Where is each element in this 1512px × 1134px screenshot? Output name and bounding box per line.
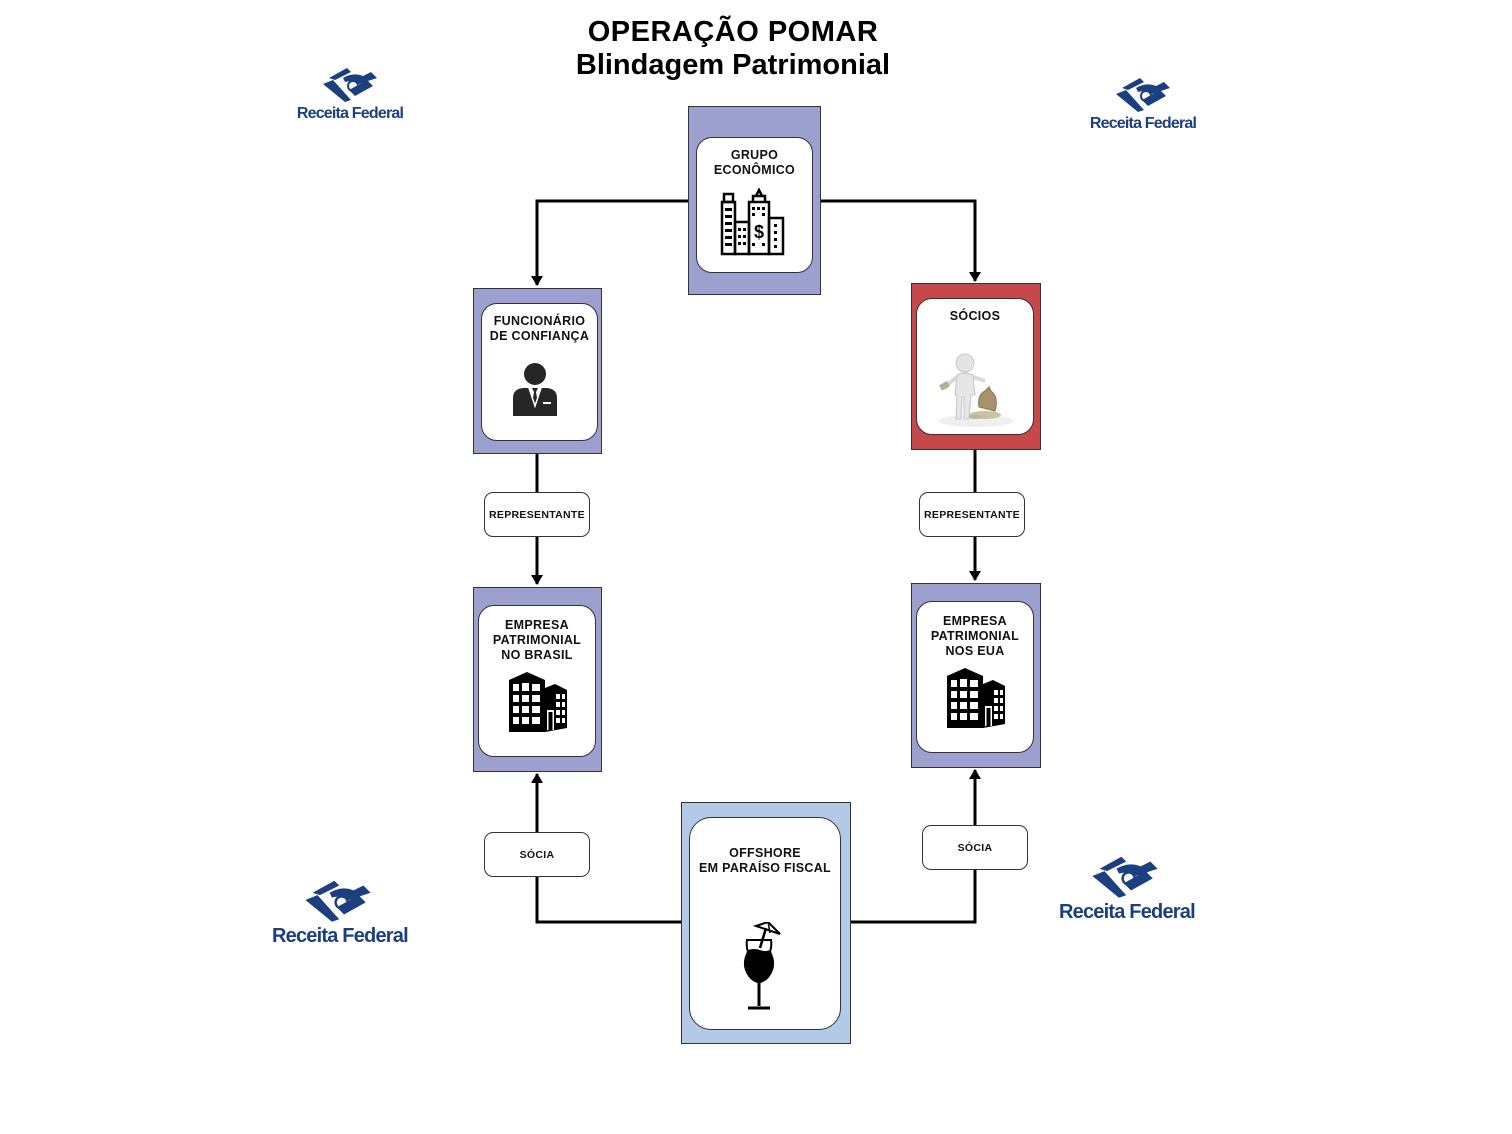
receita-federal-emblem-icon (1092, 856, 1158, 898)
receita-federal-logo-bottom-right: Receita Federal (1059, 854, 1196, 924)
node-funcionario-de-confianca[interactable]: FUNCIONÁRIO DE CONFIANÇA (473, 288, 602, 454)
logo-text: Receita Federal (1089, 115, 1197, 132)
office-building-icon (947, 668, 1005, 728)
diagram-title: OPERAÇÃO POMAR (587, 16, 879, 48)
edge-label-socia-right: SÓCIA (922, 825, 1028, 870)
diagram-subtitle: Blindagem Patrimonial (575, 49, 891, 81)
edge-offshore-empresa-eua (851, 769, 981, 924)
node-empresa-patrimonial-eua[interactable]: EMPRESA PATRIMONIAL NOS EUA (911, 583, 1041, 768)
edge-label-representante-right: REPRESENTANTE (919, 492, 1025, 537)
edge-label-socia-left: SÓCIA (484, 832, 590, 877)
receita-federal-logo-bottom-left: Receita Federal (272, 878, 409, 948)
logo-text: Receita Federal (1059, 901, 1196, 923)
edge-grupo-funcionario (531, 199, 688, 286)
node-offshore-paraiso-fiscal[interactable]: OFFSHORE EM PARAÍSO FISCAL (681, 802, 851, 1044)
edge-label-representante-left: REPRESENTANTE (484, 492, 590, 537)
cocktail-glass-icon (743, 922, 781, 1010)
node-grupo-economico[interactable]: GRUPO ECONÔMICO $ (688, 106, 821, 295)
receita-federal-emblem-icon (1116, 78, 1170, 112)
businessman-icon (513, 363, 557, 416)
office-building-icon (509, 672, 567, 732)
node-card: GRUPO ECONÔMICO $ (696, 137, 813, 273)
node-card: SÓCIOS (916, 298, 1034, 435)
node-label: OFFSHORE EM PARAÍSO FISCAL (699, 846, 831, 875)
node-card: FUNCIONÁRIO DE CONFIANÇA (481, 303, 598, 441)
person-with-money-bag-icon (938, 353, 1014, 427)
node-label: EMPRESA PATRIMONIAL NO BRASIL (492, 618, 582, 662)
svg-text:$: $ (754, 222, 764, 242)
city-buildings-dollar-icon: $ (720, 188, 785, 256)
node-label: EMPRESA PATRIMONIAL NOS EUA (930, 614, 1020, 658)
node-card: EMPRESA PATRIMONIAL NO BRASIL (478, 605, 596, 757)
receita-federal-emblem-icon (305, 880, 371, 922)
receita-federal-logo-top-right: Receita Federal (1089, 76, 1197, 133)
node-card: EMPRESA PATRIMONIAL NOS EUA (916, 601, 1034, 753)
edge-grupo-socios (821, 199, 981, 282)
node-label: FUNCIONÁRIO DE CONFIANÇA (489, 314, 590, 343)
node-empresa-patrimonial-brasil[interactable]: EMPRESA PATRIMONIAL NO BRASIL (473, 587, 602, 772)
logo-text: Receita Federal (272, 925, 409, 947)
logo-text: Receita Federal (296, 105, 404, 122)
node-card: OFFSHORE EM PARAÍSO FISCAL (689, 817, 841, 1030)
receita-federal-emblem-icon (323, 68, 377, 102)
node-label: SÓCIOS (949, 309, 1001, 323)
edge-offshore-empresa-brasil (531, 773, 681, 924)
receita-federal-logo-top-left: Receita Federal (296, 66, 404, 123)
node-label: GRUPO ECONÔMICO (713, 148, 796, 177)
node-socios[interactable]: SÓCIOS (911, 283, 1041, 450)
